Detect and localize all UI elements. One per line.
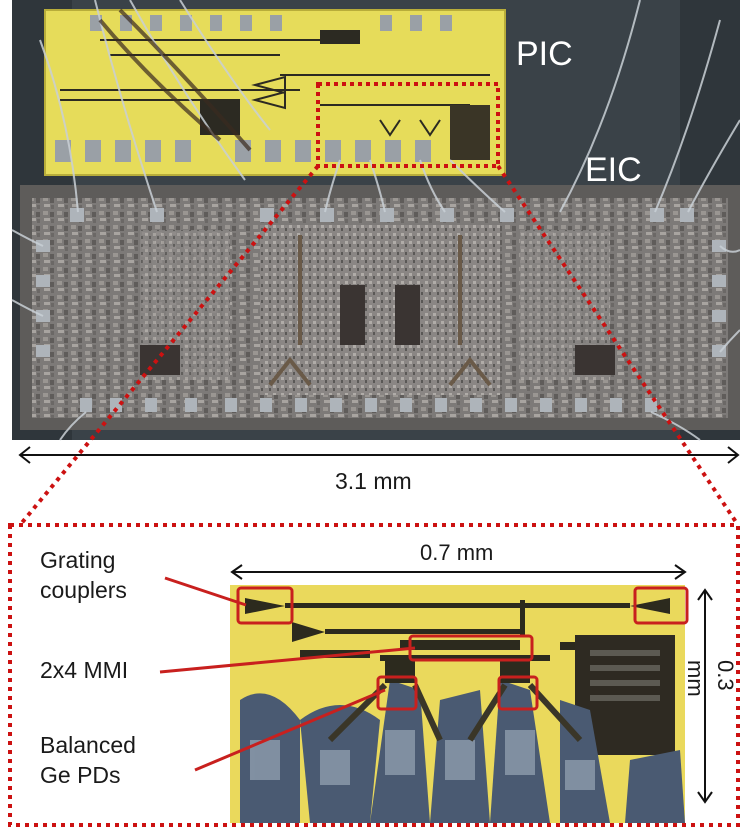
eic-label: EIC — [585, 151, 642, 189]
zoom-inset-frame — [8, 523, 740, 827]
ge-pd-arms — [327, 682, 583, 743]
eic-die — [20, 185, 740, 430]
zoom-lines — [8, 164, 740, 827]
grating-coupler-right-box — [633, 586, 689, 625]
mmi-label: 2x4 MMI — [40, 657, 129, 683]
full-width-dimension — [18, 446, 740, 464]
ge-pd-right-box — [497, 675, 539, 711]
callout-lines — [159, 576, 416, 772]
pic-label: PIC — [516, 35, 573, 73]
bond-wires — [11, 0, 740, 441]
full-width-label: 3.1 mm — [335, 468, 412, 494]
inset-width-label: 0.7 mm — [420, 540, 494, 565]
pic-die — [44, 9, 506, 176]
inset-height-label: 0.3 mm — [683, 660, 738, 697]
grating-coupler-left-box — [236, 586, 294, 625]
inset-width-dimension — [230, 564, 687, 580]
grating-couplers-label: Grating couplers — [40, 547, 127, 603]
inset-height-dimension — [697, 588, 713, 804]
pic-highlight-box — [316, 82, 500, 168]
ge-pds-label: Balanced Ge PDs — [40, 732, 136, 788]
assembly-photo — [11, 0, 740, 441]
zoom-inset-photo — [159, 564, 713, 823]
